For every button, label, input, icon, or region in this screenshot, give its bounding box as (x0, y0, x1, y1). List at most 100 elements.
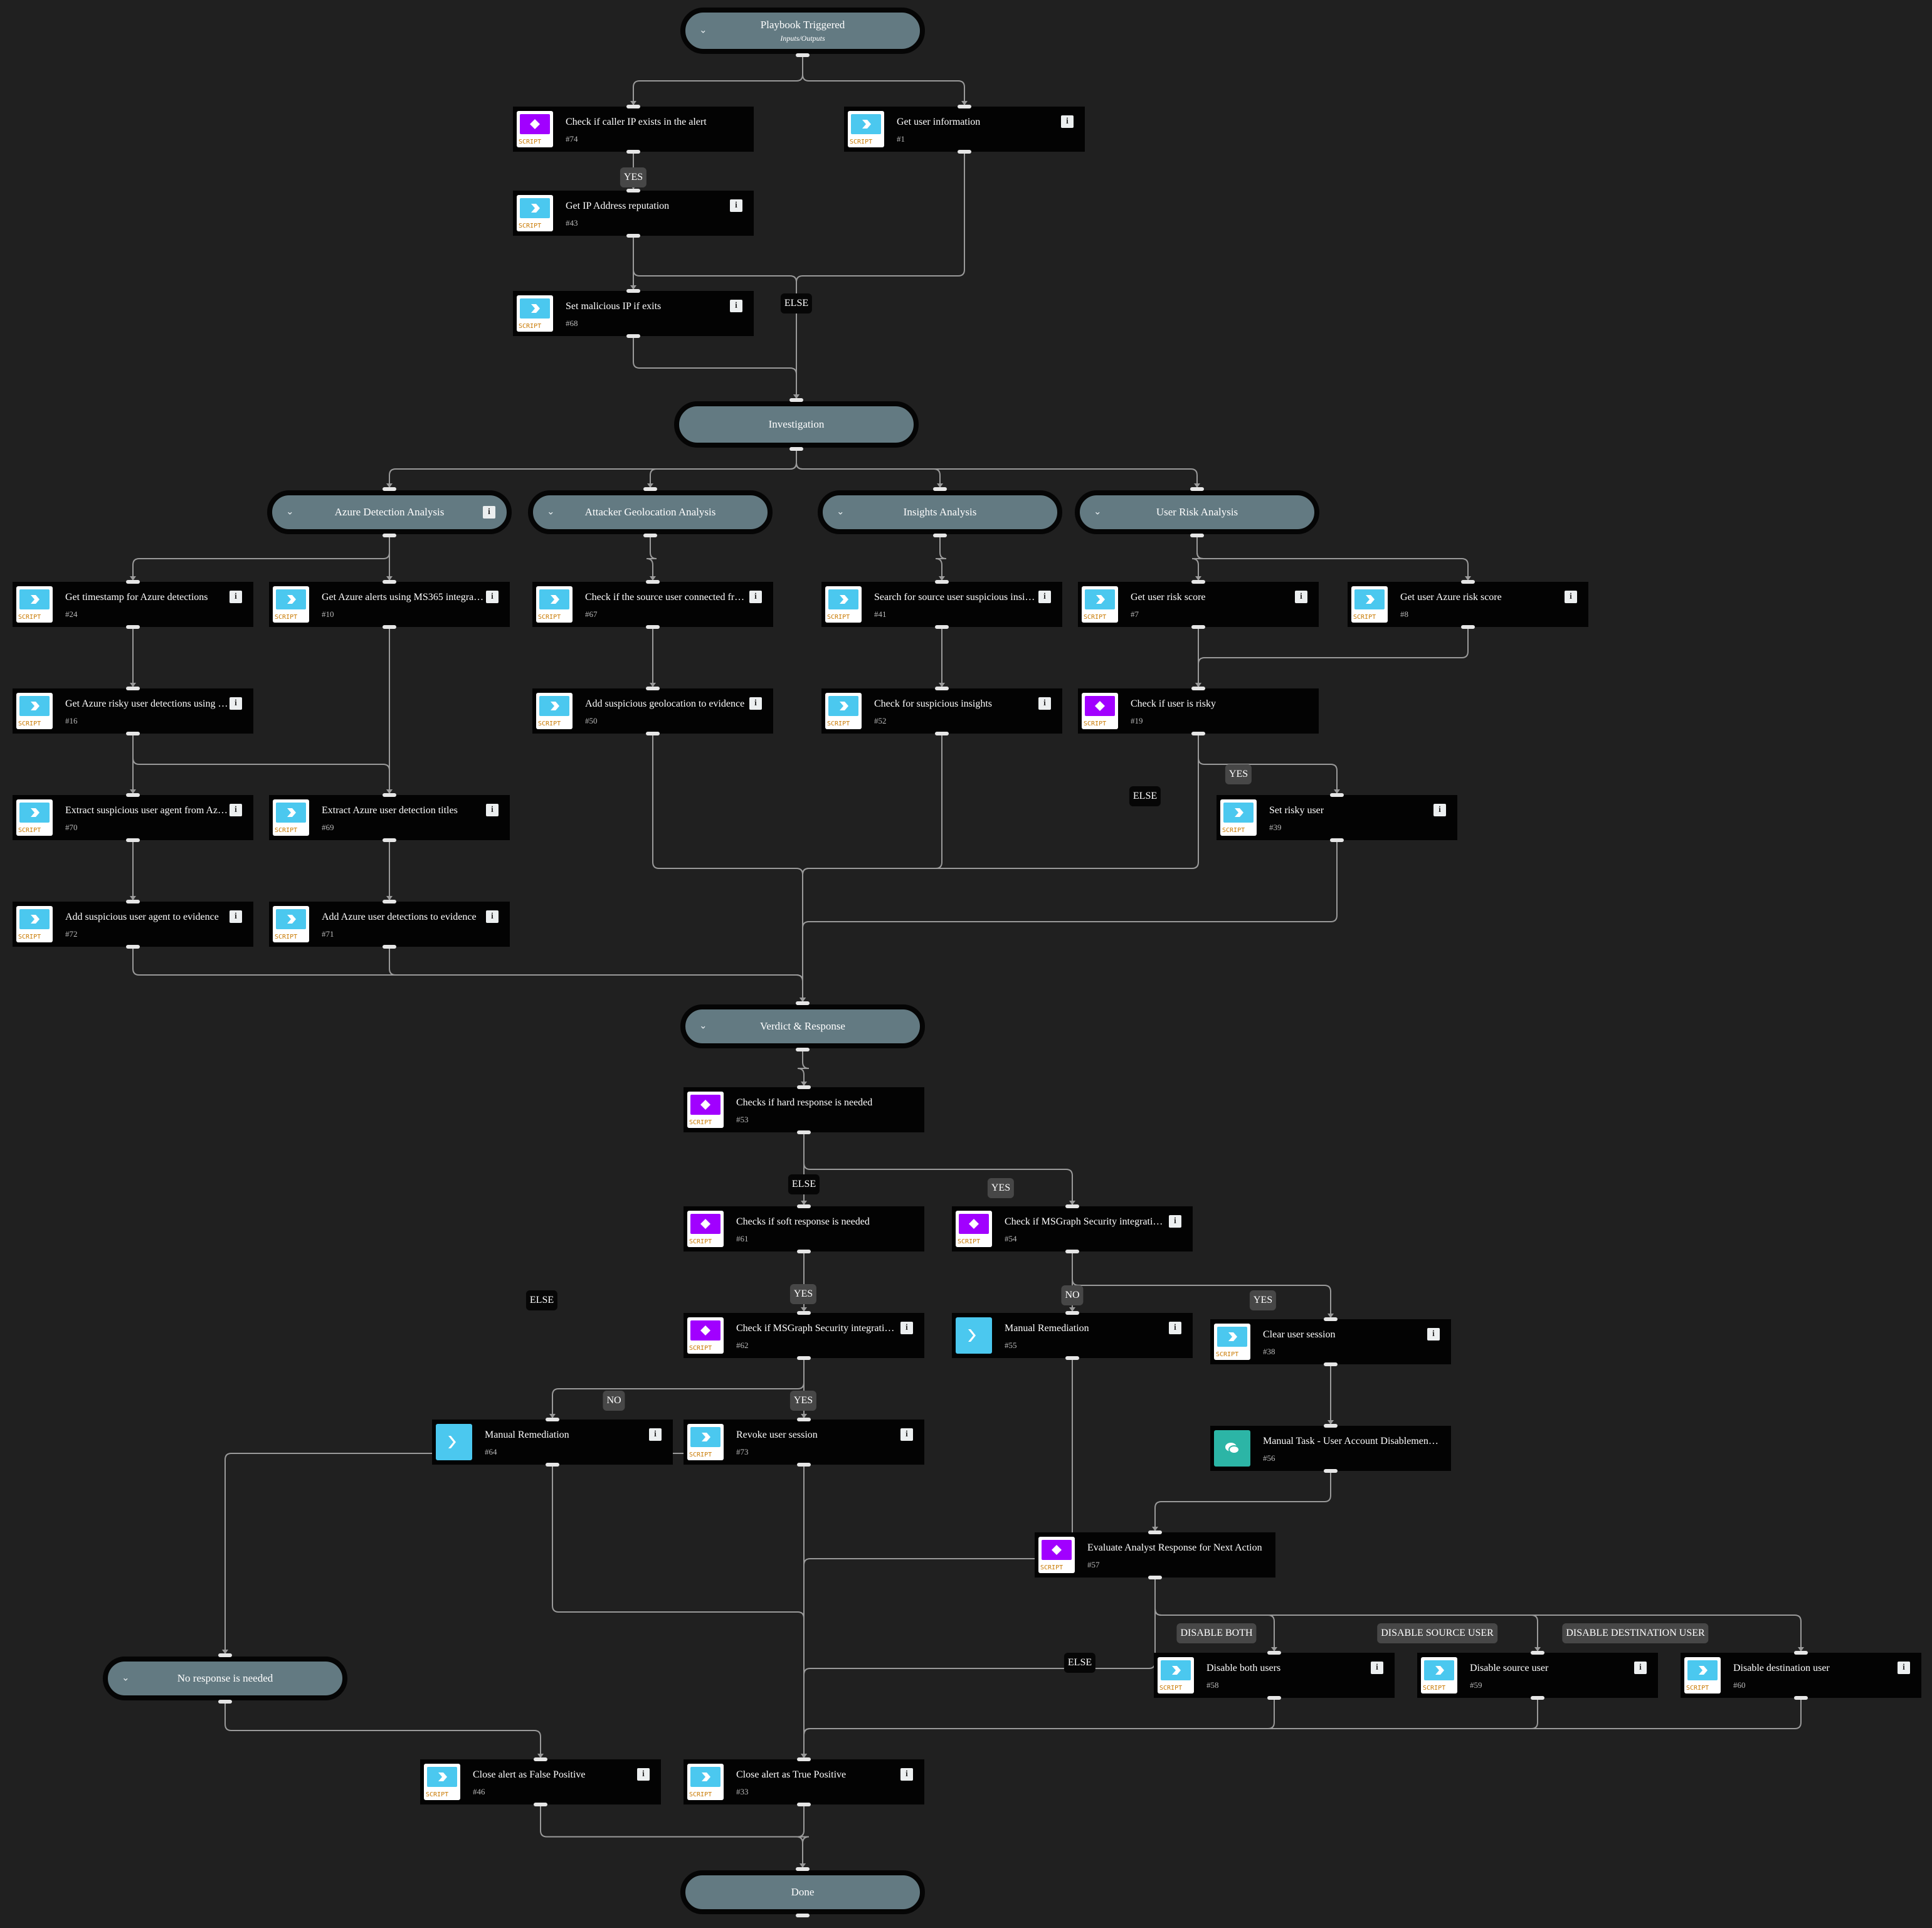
connection-port[interactable] (1148, 1530, 1162, 1534)
chevron-down-icon[interactable]: ⌄ (1094, 507, 1102, 517)
info-icon[interactable]: i (1371, 1662, 1383, 1674)
section-user-risk-analysis[interactable]: ⌄User Risk Analysis (1075, 490, 1319, 534)
connection-port[interactable] (797, 1757, 811, 1761)
section-done[interactable]: Done (680, 1870, 925, 1914)
connection-port[interactable] (797, 1418, 811, 1421)
info-icon[interactable]: i (486, 591, 499, 603)
section-insights-analysis[interactable]: ⌄Insights Analysis (818, 490, 1062, 534)
connection-port[interactable] (1190, 487, 1204, 491)
connection-port[interactable] (1461, 625, 1475, 629)
connection-port[interactable] (797, 1356, 811, 1360)
info-icon[interactable]: i (1169, 1215, 1181, 1228)
connection-port[interactable] (534, 1757, 547, 1761)
info-icon[interactable]: i (900, 1428, 913, 1441)
info-icon[interactable]: i (900, 1768, 913, 1781)
connection-port[interactable] (797, 1130, 811, 1134)
info-icon[interactable]: i (730, 300, 742, 312)
connection-port[interactable] (796, 1867, 810, 1871)
connection-port[interactable] (1531, 1696, 1544, 1700)
connection-port[interactable] (1065, 1311, 1079, 1315)
info-icon[interactable]: i (230, 910, 242, 923)
connection-port[interactable] (546, 1418, 559, 1421)
info-icon[interactable]: i (1427, 1328, 1440, 1341)
info-icon[interactable]: i (1634, 1662, 1647, 1674)
connection-port[interactable] (1267, 1696, 1281, 1700)
connection-port[interactable] (935, 732, 949, 735)
connection-port[interactable] (797, 1463, 811, 1467)
connection-port[interactable] (1794, 1651, 1808, 1655)
info-icon[interactable]: i (230, 591, 242, 603)
connection-port[interactable] (646, 625, 660, 629)
chevron-down-icon[interactable]: ⌄ (699, 25, 707, 36)
connection-port[interactable] (958, 105, 971, 108)
connection-port[interactable] (626, 105, 640, 108)
connection-port[interactable] (1267, 1651, 1281, 1655)
chevron-down-icon[interactable]: ⌄ (837, 507, 845, 517)
section-verdict-response[interactable]: ⌄Verdict & Response (680, 1004, 925, 1048)
connection-port[interactable] (797, 1085, 811, 1089)
info-icon[interactable]: i (1061, 115, 1074, 128)
info-icon[interactable]: i (1295, 591, 1307, 603)
info-icon[interactable]: i (637, 1768, 650, 1781)
connection-port[interactable] (1191, 732, 1205, 735)
info-icon[interactable]: i (483, 506, 495, 519)
connection-port[interactable] (646, 580, 660, 584)
connection-port[interactable] (126, 793, 140, 797)
info-icon[interactable]: i (486, 910, 499, 923)
connection-port[interactable] (383, 534, 396, 537)
connection-port[interactable] (789, 398, 803, 402)
info-icon[interactable]: i (230, 804, 242, 816)
connection-port[interactable] (1330, 793, 1344, 797)
connection-port[interactable] (1065, 1356, 1079, 1360)
connection-port[interactable] (646, 732, 660, 735)
info-icon[interactable]: i (749, 697, 762, 710)
connection-port[interactable] (126, 838, 140, 842)
connection-port[interactable] (534, 1803, 547, 1806)
connection-port[interactable] (126, 900, 140, 903)
connection-port[interactable] (935, 580, 949, 584)
connection-port[interactable] (1324, 1362, 1338, 1366)
connection-port[interactable] (1794, 1696, 1808, 1700)
info-icon[interactable]: i (1433, 804, 1446, 816)
chevron-down-icon[interactable]: ⌄ (286, 507, 294, 517)
section-subtitle[interactable]: Inputs/Outputs (780, 33, 825, 43)
info-icon[interactable]: i (900, 1322, 913, 1334)
connection-port[interactable] (1324, 1317, 1338, 1321)
chevron-down-icon[interactable]: ⌄ (699, 1021, 707, 1031)
connection-port[interactable] (1191, 687, 1205, 690)
info-icon[interactable]: i (1898, 1662, 1910, 1674)
connection-port[interactable] (797, 1204, 811, 1208)
connection-port[interactable] (383, 838, 396, 842)
connection-port[interactable] (218, 1700, 232, 1704)
connection-port[interactable] (1065, 1204, 1079, 1208)
connection-port[interactable] (126, 687, 140, 690)
connection-port[interactable] (383, 487, 396, 491)
connection-port[interactable] (218, 1653, 232, 1657)
connection-port[interactable] (626, 234, 640, 238)
connection-port[interactable] (1324, 1424, 1338, 1428)
connection-port[interactable] (383, 945, 396, 949)
